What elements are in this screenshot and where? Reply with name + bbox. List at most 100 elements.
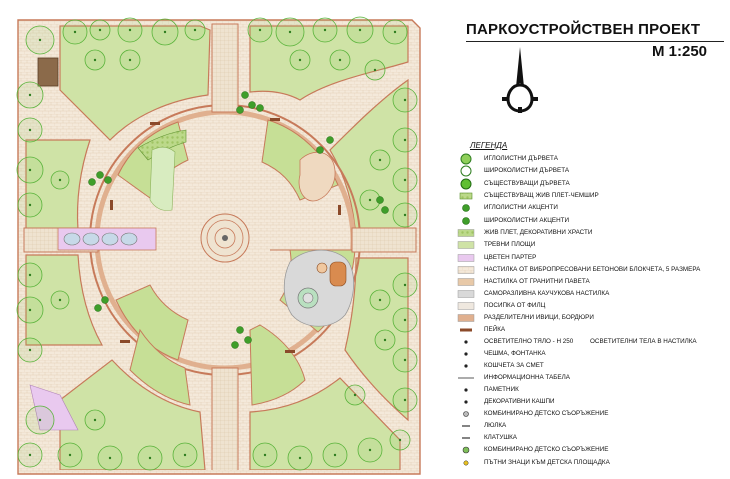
- legend-item-8: ТРЕВНИ ПЛОЩИ: [484, 241, 536, 248]
- legend-item-6: ШИРОКОЛИСТНИ АКЦЕНТИ: [484, 217, 569, 224]
- tree-trunk-icon: [183, 453, 187, 457]
- tree-trunk-icon: [28, 128, 32, 132]
- tree-trunk-icon: [373, 68, 377, 72]
- legend-item-13: ПОСИПКА ОТ ФИЛЦ: [484, 302, 546, 309]
- accent-plant-icon: [244, 336, 252, 344]
- tree-trunk-icon: [193, 28, 197, 32]
- shrub-swatch-icon: [457, 229, 475, 237]
- tree-trunk-icon: [108, 456, 112, 460]
- legend-item-19: ИНФОРМАЦИОННА ТАБЕЛА: [484, 374, 570, 381]
- seesaw-icon: [462, 437, 470, 439]
- legend-item-12: САМОРАЗЛИВНА КАУЧУКОВА НАСТИЛКА: [484, 290, 610, 297]
- trash-bin-icon: [464, 364, 468, 368]
- accent-plant-icon: [236, 106, 244, 114]
- tree-trunk-icon: [38, 418, 42, 422]
- concrete-paving-swatch-icon: [457, 266, 475, 274]
- accent-plant-icon: [236, 326, 244, 334]
- tree-trunk-icon: [98, 28, 102, 32]
- tree-trunk-icon: [403, 98, 407, 102]
- tree-trunk-icon: [403, 178, 407, 182]
- legend-item-18: КОШЧЕТА ЗА СМЕТ: [484, 362, 544, 369]
- tree-trunk-icon: [28, 273, 32, 277]
- existing-tree-icon: [460, 178, 472, 190]
- tree-trunk-icon: [288, 30, 292, 34]
- tree-trunk-icon: [38, 38, 42, 42]
- tree-trunk-icon: [163, 30, 167, 34]
- felt-swatch-icon: [457, 302, 475, 310]
- tree-trunk-icon: [58, 178, 62, 182]
- tree-trunk-icon: [28, 453, 32, 457]
- fountain-icon: [464, 352, 468, 356]
- legend-item-4: СЪЩЕСТВУВАЩ ЖИВ ПЛЕТ-ЧЕМШИР: [484, 192, 599, 199]
- lawn-swatch-icon: [457, 241, 475, 249]
- accent-plant-icon: [316, 146, 324, 154]
- radial-paths: [23, 23, 417, 470]
- tree-trunk-icon: [403, 358, 407, 362]
- tree-trunk-icon: [68, 453, 72, 457]
- tree-trunk-icon: [73, 30, 77, 34]
- legend-item-25: КОМБИНИРАНО ДЕТСКО СЪОРЪЖЕНИЕ: [484, 446, 609, 453]
- tree-trunk-icon: [403, 283, 407, 287]
- legend-item-26: ПЪТНИ ЗНАЦИ КЪМ ДЕТСКА ПЛОЩАДКА: [484, 459, 610, 466]
- legend-item-17: ЧЕШМА, ФОНТАНКА: [484, 350, 546, 357]
- accent-plant-icon: [88, 178, 96, 186]
- deciduous-accent-icon: [462, 217, 470, 225]
- tree-trunk-icon: [298, 456, 302, 460]
- tree-trunk-icon: [378, 298, 382, 302]
- play-structure-icon: [463, 411, 469, 417]
- tree-trunk-icon: [28, 93, 32, 97]
- tree-trunk-icon: [378, 158, 382, 162]
- tree-trunk-icon: [148, 456, 152, 460]
- legend-item-24: КЛАТУШКА: [484, 434, 517, 441]
- legend-item-20: ПАМЕТНИК: [484, 386, 519, 393]
- tree-trunk-icon: [403, 138, 407, 142]
- page-title: ПАРКОУСТРОЙСТВЕН ПРОЕКТ: [466, 21, 724, 42]
- legend-item-7: ЖИВ ПЛЕТ, ДЕКОРАТИВНИ ХРАСТИ: [484, 229, 593, 236]
- tree-trunk-icon: [28, 203, 32, 207]
- tree-trunk-icon: [398, 438, 402, 442]
- monument-icon: [464, 388, 468, 392]
- rubber-surface-swatch-icon: [457, 290, 475, 298]
- tree-trunk-icon: [298, 58, 302, 62]
- legend-item-1: ИГЛОЛИСТНИ ДЪРВЕТА: [484, 155, 558, 162]
- conifer-accent-icon: [462, 204, 470, 212]
- lawn-areas: [25, 25, 409, 470]
- north-arrow-icon: [502, 47, 538, 113]
- accent-plant-icon: [96, 171, 104, 179]
- legend-item-2: ШИРОКОЛИСТНИ ДЪРВЕТА: [484, 167, 570, 174]
- granite-paving-swatch-icon: [457, 278, 475, 286]
- tree-trunk-icon: [128, 58, 132, 62]
- accent-plant-icon: [381, 206, 389, 214]
- tree-trunk-icon: [258, 28, 262, 32]
- legend-item-23: ЛЮЛКА: [484, 422, 507, 429]
- trees-layer: [16, 16, 418, 471]
- tree-trunk-icon: [28, 168, 32, 172]
- tree-trunk-icon: [28, 348, 32, 352]
- tree-trunk-icon: [323, 28, 327, 32]
- swing-icon: [462, 425, 470, 427]
- tree-trunk-icon: [128, 28, 132, 32]
- tree-trunk-icon: [58, 298, 62, 302]
- accent-plant-icon: [256, 104, 264, 112]
- legend-item-5: ИГЛОЛИСТНИ АКЦЕНТИ: [484, 204, 558, 211]
- accent-plant-icon: [101, 296, 109, 304]
- legend-symbols: [457, 153, 475, 466]
- legend-item-10: НАСТИЛКА ОТ ВИБРОПРЕСОВАНИ БЕТОНОВИ БЛОК…: [484, 266, 701, 273]
- legend-item-3: СЪЩЕСТВУВАЩИ ДЪРВЕТА: [484, 180, 570, 187]
- info-board-icon: [458, 377, 474, 379]
- tree-trunk-icon: [403, 398, 407, 402]
- accent-plant-icon: [231, 341, 239, 349]
- legend-item-16: ОСВЕТИТЕЛНО ТЯЛО - Н 250: [484, 338, 574, 345]
- tree-trunk-icon: [393, 30, 397, 34]
- accent-plant-icon: [104, 176, 112, 184]
- legend-item-21: ДЕКОРАТИВНИ КАШПИ: [484, 398, 555, 405]
- tree-trunk-icon: [338, 58, 342, 62]
- tree-trunk-icon: [368, 448, 372, 452]
- accent-plant-icon: [241, 91, 249, 99]
- tree-trunk-icon: [263, 453, 267, 457]
- accent-plant-icon: [248, 101, 256, 109]
- planter-icon: [464, 400, 468, 404]
- accent-plant-icon: [94, 304, 102, 312]
- legend-item-16-extra: ОСВЕТИТЕЛНИ ТЕЛА В НАСТИЛКА: [590, 338, 697, 345]
